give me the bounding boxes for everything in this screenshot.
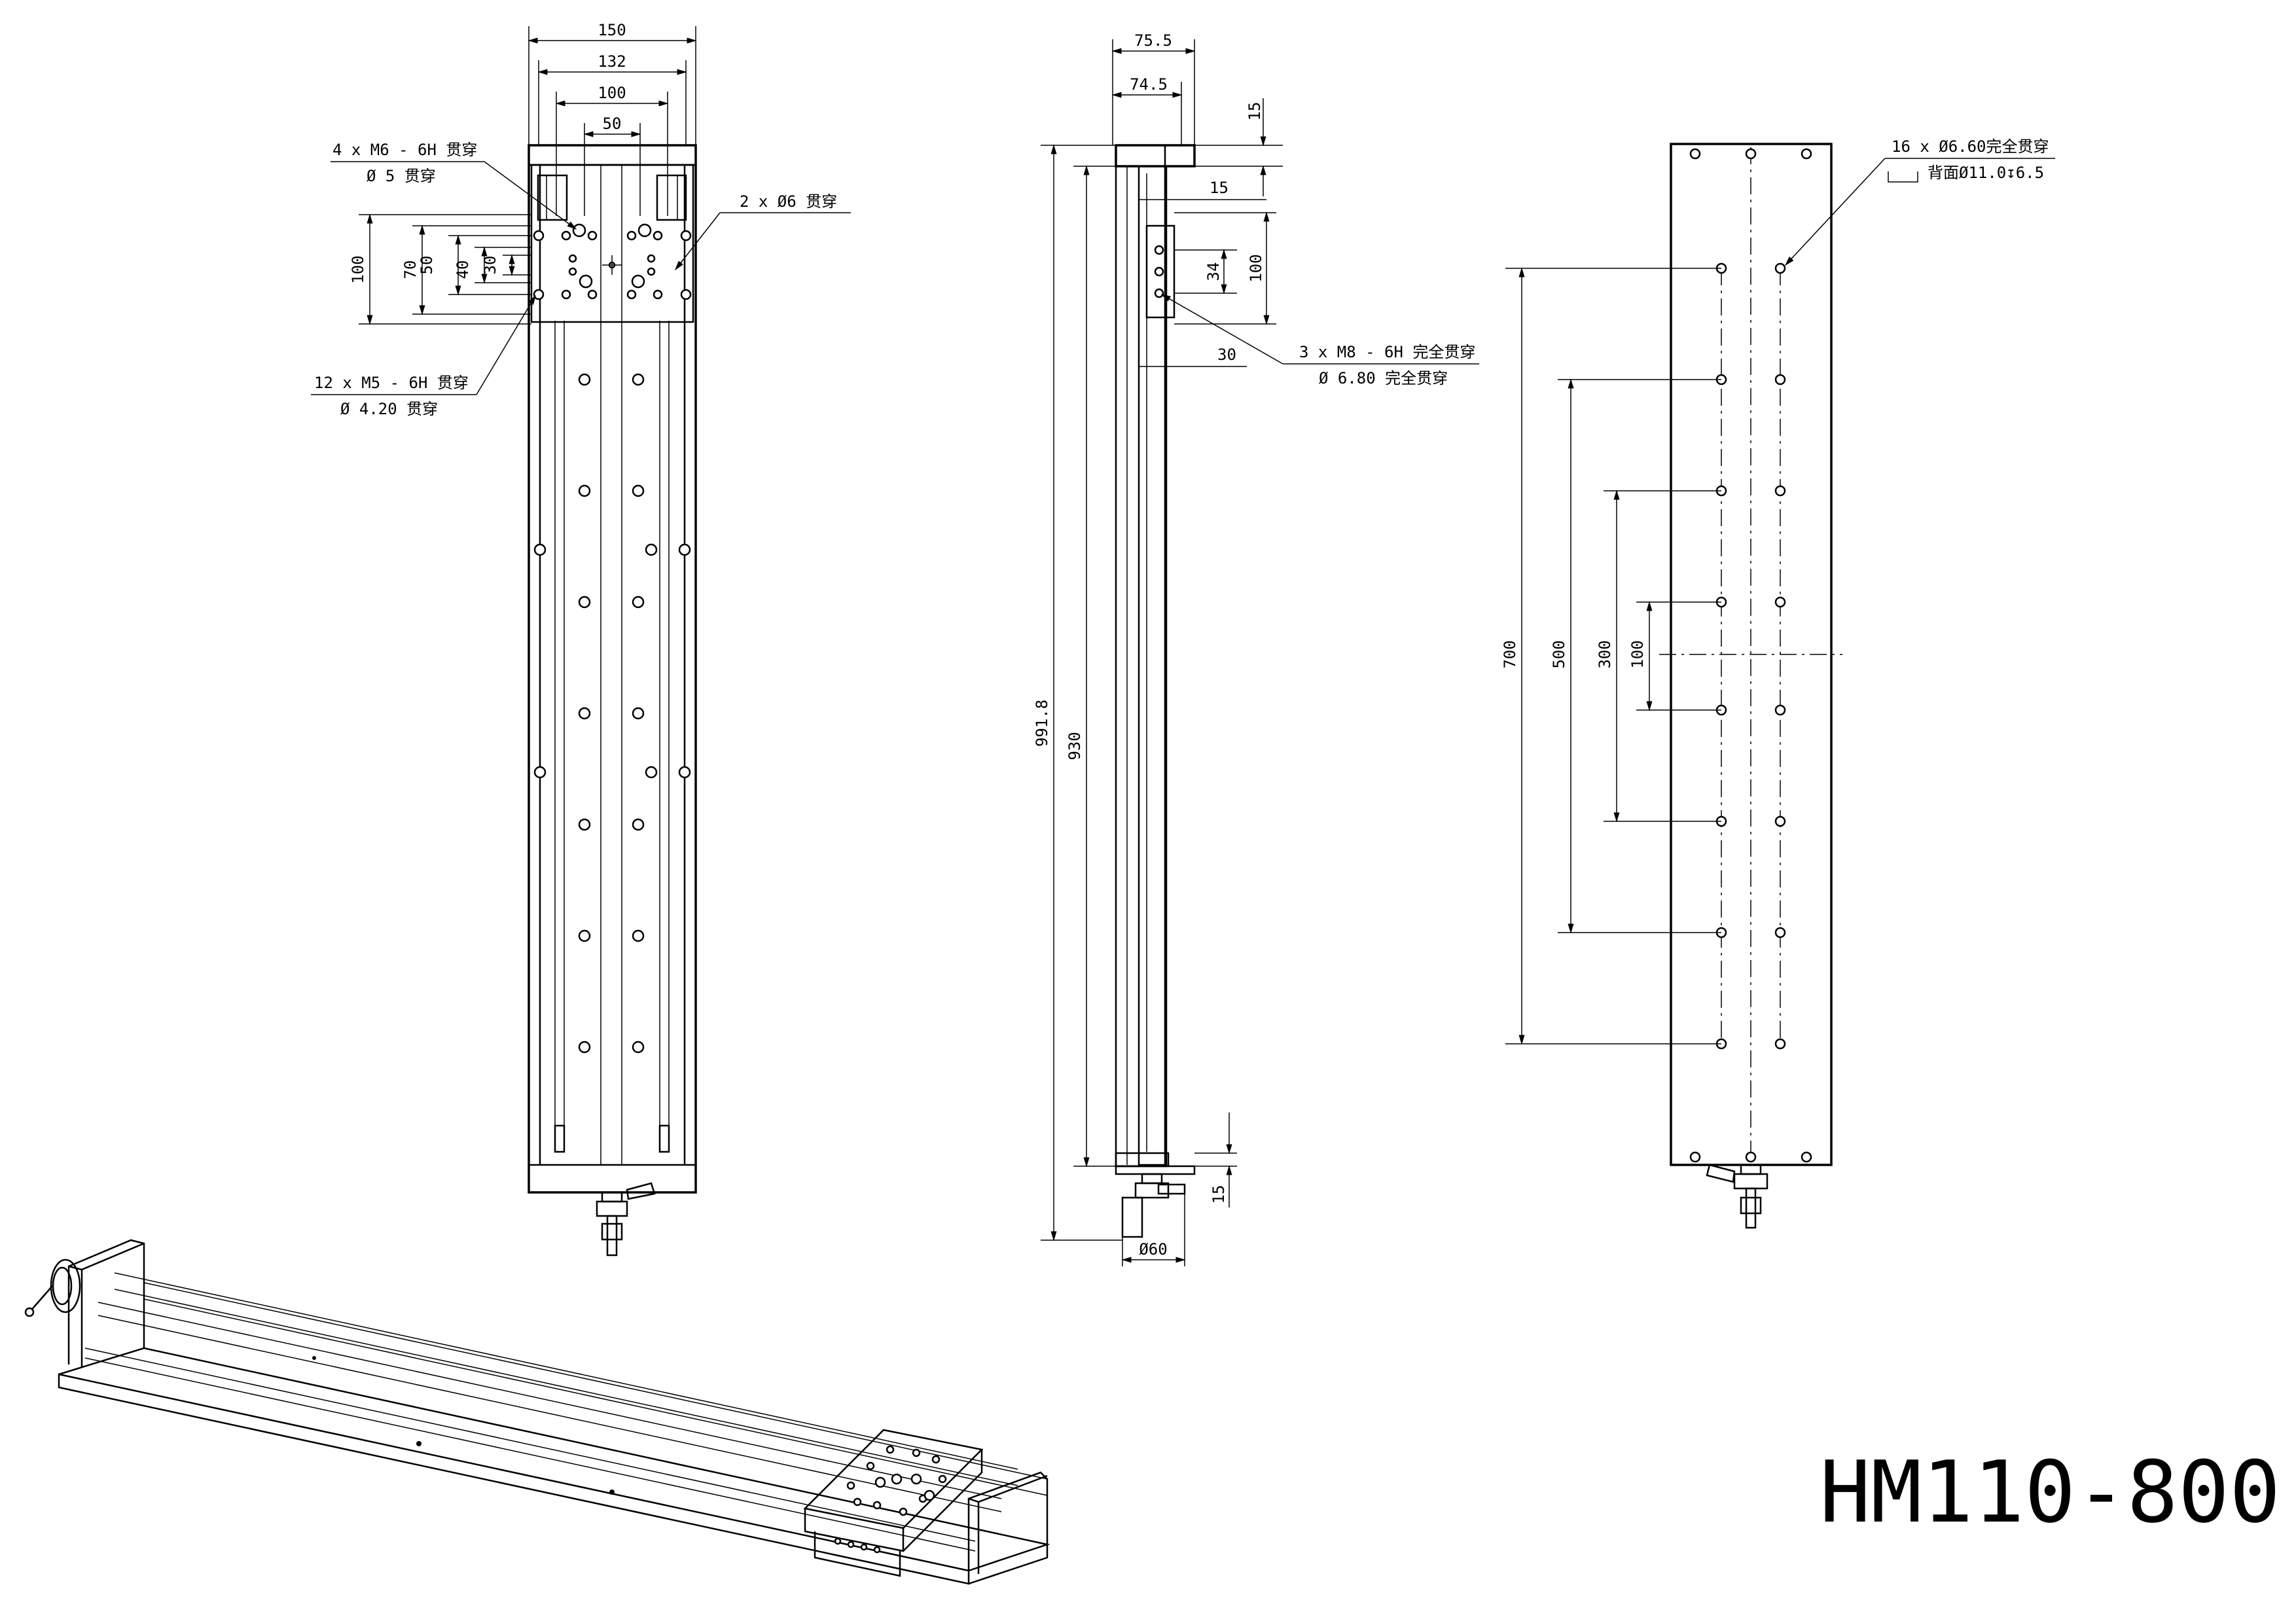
- dim-75-5: 75.5: [1134, 31, 1172, 50]
- callout-m8-line1: 3 x M8 - 6H 完全贯穿: [1299, 343, 1475, 361]
- front-carriage: [530, 164, 694, 323]
- front-top-dims: 150 132 100 50: [528, 21, 697, 216]
- dim-300: 300: [1596, 640, 1614, 668]
- callout-m6-line1: 4 x M6 - 6H 贯穿: [332, 141, 477, 159]
- callout-m8-line2: Ø 6.80 完全贯穿: [1319, 369, 1448, 387]
- dim-132: 132: [598, 52, 626, 71]
- dim-930: 930: [1066, 732, 1084, 760]
- side-top-plate: [1115, 144, 1196, 168]
- rail-holes: [533, 373, 691, 1054]
- dim-left-50: 50: [418, 256, 436, 275]
- callout-rear-line1: 16 x Ø6.60完全贯穿: [1892, 137, 2049, 156]
- dim-right-30: 30: [1217, 346, 1236, 364]
- callout-m5-line1: 12 x M5 - 6H 贯穿: [314, 374, 469, 392]
- front-body-outline: [528, 144, 697, 1194]
- dim-right-34: 34: [1204, 262, 1223, 281]
- rear-view: 700 500 300 100 16 x Ø6.60完全贯穿 背面Ø11.0↧6…: [1501, 137, 2055, 1229]
- dim-50: 50: [603, 115, 622, 133]
- dim-left-30: 30: [481, 256, 499, 275]
- carriage-holes: [533, 223, 692, 300]
- dim-d60: Ø60: [1139, 1240, 1167, 1258]
- dim-left-40: 40: [454, 260, 472, 279]
- dim-100: 100: [598, 84, 626, 102]
- dim-991-8: 991.8: [1033, 700, 1051, 747]
- dim-right-15-bottom: 15: [1210, 1185, 1228, 1204]
- model-title: HM110-800: [1820, 1442, 2280, 1542]
- dim-150: 150: [598, 21, 626, 39]
- callout-rear-line2: 背面Ø11.0↧6.5: [1928, 164, 2044, 182]
- callout-m6-line2: Ø 5 贯穿: [367, 167, 436, 185]
- dim-right-15-b: 15: [1210, 179, 1229, 197]
- dim-100-rear: 100: [1628, 640, 1647, 668]
- dim-right-15-top: 15: [1246, 102, 1264, 121]
- dim-left-100: 100: [349, 255, 367, 283]
- dim-74-5: 74.5: [1130, 75, 1168, 94]
- front-knob: [596, 1182, 656, 1257]
- side-knob: [1121, 1173, 1186, 1238]
- isometric-view: [24, 1239, 1050, 1585]
- dim-right-100: 100: [1247, 254, 1265, 282]
- front-view: 150 132 100 50 100 70 50 40 30: [311, 21, 851, 1257]
- dim-700: 700: [1501, 640, 1519, 668]
- iso-carriage-holes: [834, 1445, 947, 1554]
- front-left-dims: 100 70 50 40 30: [349, 213, 531, 325]
- side-carriage: [1145, 224, 1175, 319]
- side-view: 75.5 74.5 15 15 34 100 30 15 991.8 930: [1033, 31, 1479, 1266]
- callout-m5-line2: Ø 4.20 贯穿: [340, 400, 438, 418]
- rear-knob: [1706, 1164, 1768, 1229]
- dim-500: 500: [1550, 640, 1568, 668]
- front-callouts: 4 x M6 - 6H 贯穿 Ø 5 贯穿 2 x Ø6 贯穿 12 x M5 …: [311, 141, 851, 418]
- callout-d6-line1: 2 x Ø6 贯穿: [740, 192, 837, 211]
- dim-left-70: 70: [401, 260, 420, 279]
